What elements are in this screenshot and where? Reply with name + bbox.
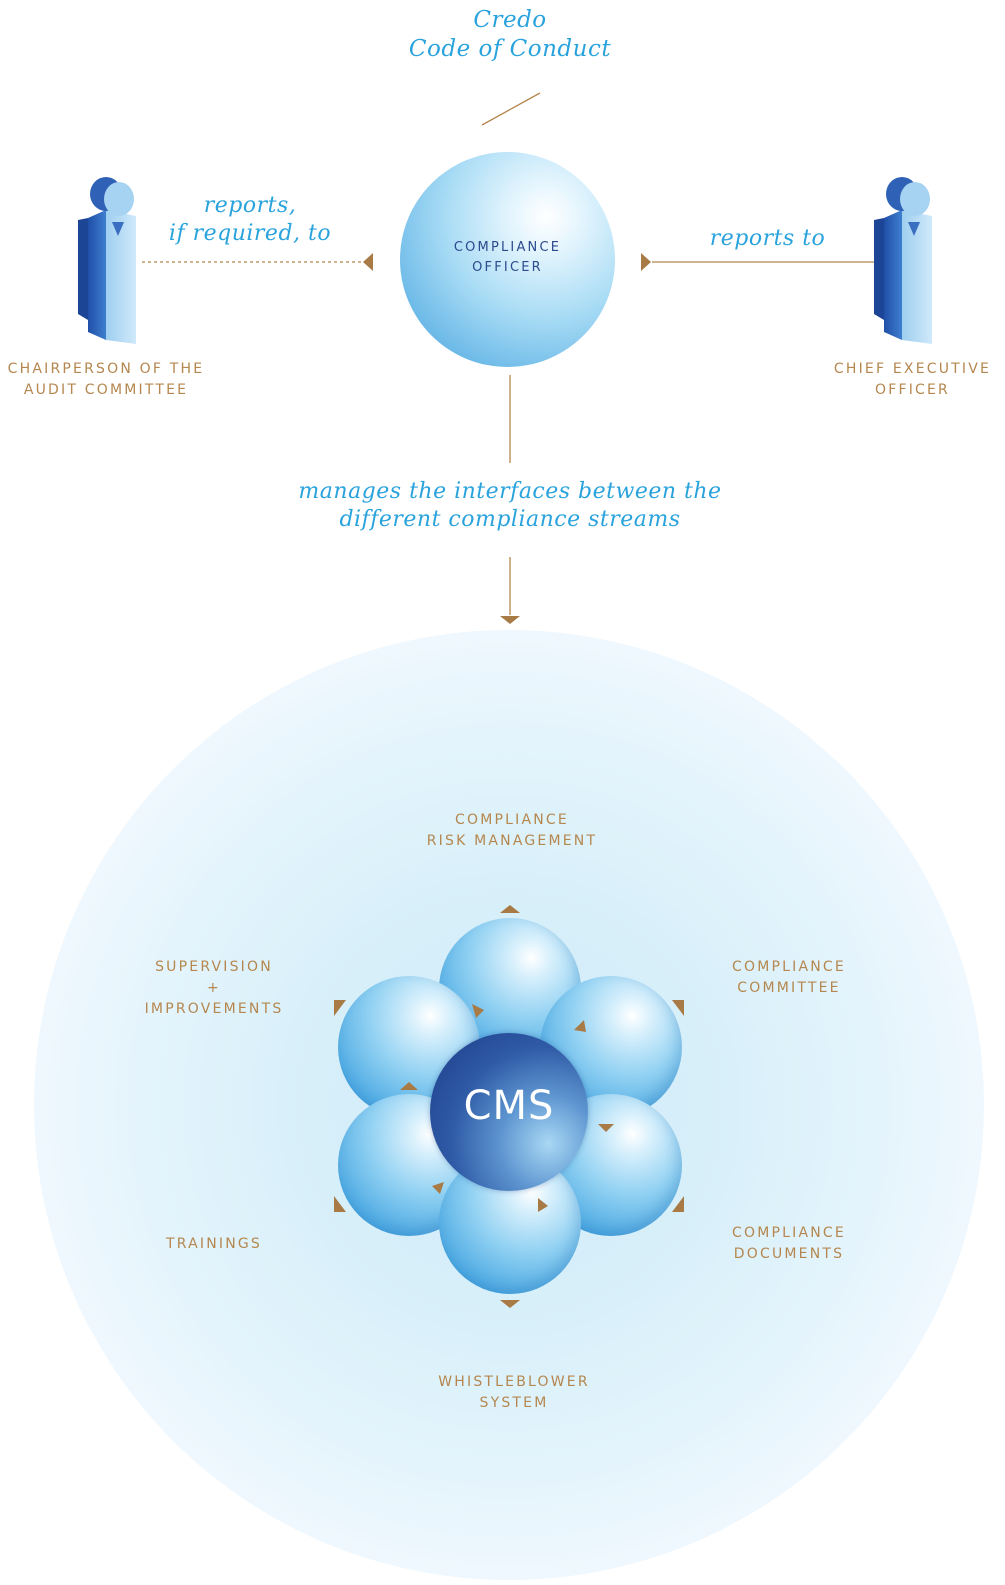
left-relation-line2: if required, to (168, 221, 332, 247)
inner-arrow-6-icon (400, 1082, 418, 1090)
right-arrow-icon (641, 253, 651, 271)
left-person-icon (78, 177, 136, 344)
ceo-caption: CHIEF EXECUTIVE OFFICER (833, 361, 992, 398)
credo-line: Credo (473, 7, 547, 33)
arrow-down-icon (500, 1300, 520, 1308)
stream-compliance-documents: COMPLIANCE DOCUMENTS (732, 1225, 846, 1262)
arrow-lower-left-icon (334, 1196, 346, 1212)
inner-arrow-2-icon (574, 1020, 586, 1032)
stream-risk-management: COMPLIANCE RISK MANAGEMENT (426, 812, 598, 849)
down-arrow-icon (500, 616, 520, 624)
arrow-up-icon (500, 905, 520, 913)
arrow-upper-left-icon (334, 1000, 346, 1016)
stream-compliance-committee: COMPLIANCE COMMITTEE (732, 959, 846, 996)
left-relation-line1: reports, (203, 193, 297, 218)
inner-arrow-1-icon (472, 1004, 484, 1018)
credo-connector-line (481, 92, 541, 126)
chairperson-caption: CHAIRPERSON OF THE AUDIT COMMITTEE (7, 361, 205, 398)
code-of-conduct-line: Code of Conduct (408, 36, 612, 63)
cms-outer-arrows (334, 905, 684, 1308)
compliance-officer-label: COMPLIANCE OFFICER (453, 240, 562, 276)
inner-arrow-5-icon (432, 1182, 444, 1194)
right-person-icon (874, 177, 932, 344)
inner-arrow-3-icon (598, 1124, 614, 1132)
left-arrow-icon (363, 253, 373, 271)
compliance-officer-sphere (400, 152, 615, 367)
manages-label: manages the interfaces between the diffe… (270, 478, 750, 536)
manages-line1: manages the interfaces between the (298, 479, 722, 504)
inner-arrow-4-icon (538, 1198, 548, 1212)
credo-label: Credo Code of Conduct (380, 6, 640, 65)
stream-trainings: TRAININGS (165, 1236, 263, 1252)
stream-supervision-improvements: SUPERVISION + IMPROVEMENTS (144, 959, 284, 1017)
arrow-upper-right-icon (672, 1000, 684, 1016)
cms-core-sphere (430, 1033, 588, 1191)
arrow-lower-right-icon (672, 1196, 684, 1212)
left-relation-label: reports, if required, to (150, 192, 350, 248)
right-relation-label: reports to (709, 226, 826, 251)
stream-whistleblower-system: WHISTLEBLOWER SYSTEM (438, 1374, 590, 1411)
cms-center-label: CMS (463, 1083, 555, 1129)
manages-line2: different compliance streams (339, 507, 681, 533)
